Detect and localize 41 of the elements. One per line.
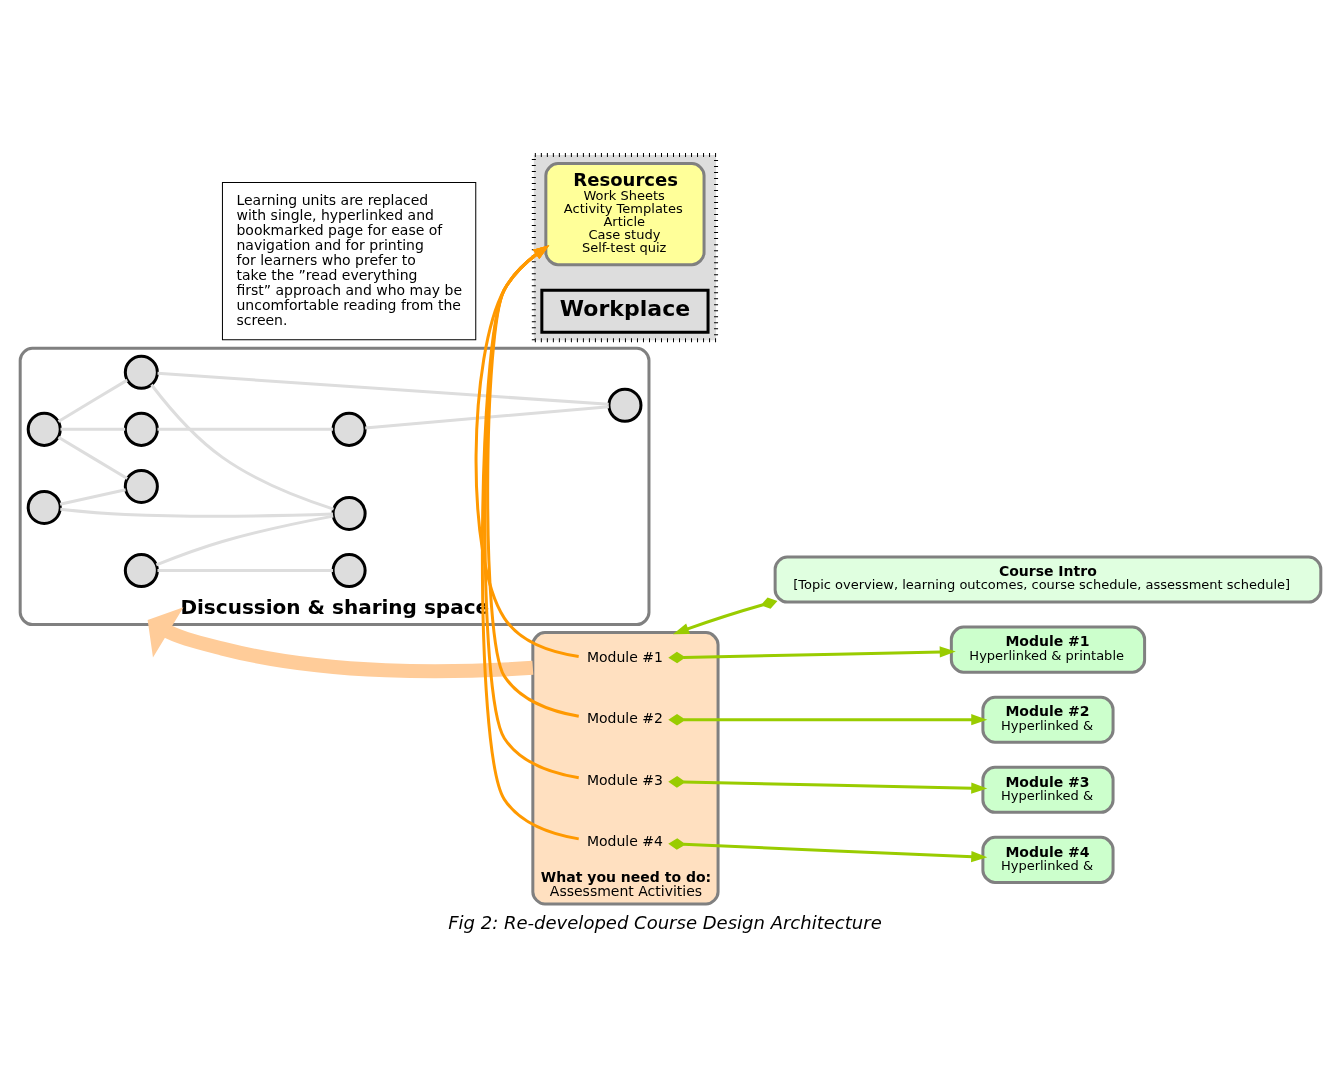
connector bbox=[60, 507, 333, 518]
node-box: Course Intro [Topic overview, learning outcomes, course schedule, assessment schedule] bbox=[773, 555, 1323, 604]
node-text: Module #2 bbox=[586, 709, 663, 726]
connector bbox=[155, 514, 334, 566]
node-circle bbox=[123, 468, 159, 504]
arrow bbox=[672, 597, 778, 634]
connector bbox=[59, 487, 126, 506]
node-circle bbox=[123, 354, 159, 390]
node-circle bbox=[123, 552, 159, 588]
arrow bbox=[668, 775, 988, 794]
node-circle bbox=[331, 411, 367, 447]
arrow bbox=[668, 837, 988, 862]
connector bbox=[57, 435, 128, 480]
connector bbox=[57, 378, 128, 423]
node-text: Module #4 bbox=[586, 832, 663, 849]
node-box: Module #1 Hyperlinked & printable bbox=[949, 625, 1147, 674]
node-circle bbox=[26, 489, 62, 525]
arrow bbox=[147, 606, 534, 678]
arrow bbox=[668, 645, 956, 663]
connector bbox=[60, 427, 126, 431]
node-box: Workplace bbox=[540, 288, 710, 334]
connector bbox=[150, 383, 335, 510]
node-text: Module #1 bbox=[586, 648, 663, 665]
connector bbox=[157, 427, 333, 431]
node-box: Module #2 Hyperlinked & bbox=[981, 695, 1115, 744]
node-box: Resources Work Sheets Activity Templates Article Case study Self-test quiz bbox=[544, 161, 706, 266]
node-circle bbox=[331, 552, 367, 588]
arrow bbox=[668, 713, 988, 726]
connector bbox=[157, 371, 609, 406]
node-circle bbox=[331, 495, 367, 531]
node-circle bbox=[26, 411, 62, 447]
connector bbox=[157, 568, 333, 572]
node-text: Module #3 bbox=[586, 771, 663, 787]
node-box: Module #3 Hyperlinked & bbox=[981, 765, 1115, 814]
caption: Fig 2: Re-developed Course Design Architecture bbox=[448, 911, 882, 933]
connector bbox=[365, 404, 609, 430]
node-box: Learning units are replaced with single, hyperlinked and bookmarked page for ease of navigation and for printing for learners who prefer to take the ”read everything first” approach and who may be uncomfortable reading from the screen. bbox=[221, 181, 477, 340]
node-circle bbox=[607, 387, 643, 423]
node-box: Module #4 Hyperlinked & bbox=[981, 835, 1115, 884]
node-circle bbox=[123, 411, 159, 447]
arrow bbox=[474, 244, 579, 658]
